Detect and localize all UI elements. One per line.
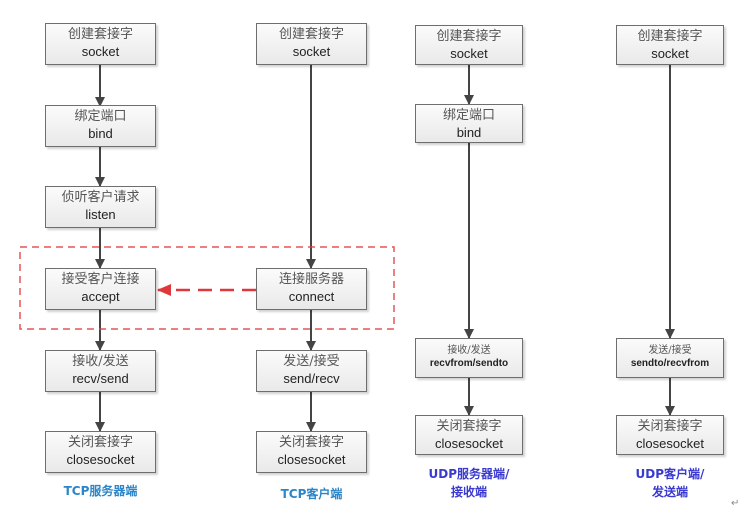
tcp-server-socket-box: 创建套接字 socket [45, 23, 156, 65]
udp-server-caption-line2: 接收端 [450, 485, 487, 499]
tcp-server-recv-box: 接收/发送 recv/send [45, 350, 156, 392]
tcp-server-caption: TCP服务器端 [63, 484, 138, 498]
paragraph-mark-icon: ↵ [731, 498, 740, 509]
udp-client-close-box: 关闭套接字 closesocket [616, 415, 724, 455]
step-label-en: socket [450, 46, 488, 61]
udp-client-caption: UDP客户端/ 发送端 [611, 465, 729, 501]
step-label-en: send/recv [283, 371, 340, 386]
udp-server-close-box: 关闭套接字 closesocket [415, 415, 523, 455]
tcp-client-connect-box: 连接服务器 connect [256, 268, 367, 310]
step-label-cn: 关闭套接字 [67, 435, 133, 450]
step-label-cn: 接收/发送 [447, 345, 491, 356]
step-label-en: accept [81, 289, 120, 304]
udp-client-sendto-box: 发送/接受 sendto/recvfrom [616, 338, 724, 378]
step-label-cn: 创建套接字 [67, 27, 133, 42]
tcp-server-listen-box: 侦听客户请求 listen [45, 186, 156, 228]
step-label-en: closesocket [435, 436, 503, 451]
step-label-en: bind [456, 125, 482, 140]
udp-server-bind-box: 绑定端口 bind [415, 104, 523, 143]
step-label-cn: 侦听客户请求 [61, 190, 140, 205]
udp-server-socket-box: 创建套接字 socket [415, 25, 523, 65]
step-label-en: socket [81, 44, 120, 59]
step-label-cn: 创建套接字 [637, 29, 703, 44]
step-label-en: connect [288, 289, 335, 304]
tcp-client-send-box: 发送/接受 send/recv [256, 350, 367, 392]
step-label-cn: 绑定端口 [442, 108, 495, 123]
tcp-client-close-box: 关闭套接字 closesocket [256, 431, 367, 473]
step-label-en: recvfrom/sendto [429, 358, 509, 369]
step-label-en: bind [88, 126, 113, 141]
udp-client-caption-line2: 发送端 [651, 485, 688, 499]
step-label-cn: 发送/接受 [283, 354, 340, 369]
udp-client-socket-box: 创建套接字 socket [616, 25, 724, 65]
tcp-client-socket-box: 创建套接字 socket [256, 23, 367, 65]
step-label-cn: 关闭套接字 [637, 419, 703, 434]
step-label-en: closesocket [277, 452, 346, 467]
step-label-en: closesocket [636, 436, 704, 451]
tcp-server-accept-box: 接受客户连接 accept [45, 268, 156, 310]
step-label-en: recv/send [72, 371, 129, 386]
step-label-cn: 关闭套接字 [278, 435, 344, 450]
udp-server-recvfrom-box: 接收/发送 recvfrom/sendto [415, 338, 523, 378]
step-label-en: sendto/recvfrom [630, 358, 710, 369]
step-label-cn: 接收/发送 [72, 354, 129, 369]
tcp-server-close-box: 关闭套接字 closesocket [45, 431, 156, 473]
step-label-en: socket [651, 46, 689, 61]
udp-client-caption-line1: UDP客户端/ [635, 467, 705, 481]
udp-server-caption-line1: UDP服务器端/ [428, 467, 510, 481]
step-label-cn: 连接服务器 [278, 272, 344, 287]
step-label-en: closesocket [66, 452, 135, 467]
tcp-client-caption: TCP客户端 [280, 487, 343, 501]
step-label-en: socket [292, 44, 331, 59]
handshake-region [19, 246, 395, 330]
step-label-cn: 接受客户连接 [61, 272, 140, 287]
step-label-cn: 创建套接字 [278, 27, 344, 42]
step-label-cn: 创建套接字 [436, 29, 502, 44]
step-label-cn: 绑定端口 [74, 109, 127, 124]
step-label-en: listen [85, 207, 116, 222]
udp-server-caption: UDP服务器端/ 接收端 [410, 465, 528, 501]
step-label-cn: 发送/接受 [648, 345, 692, 356]
tcp-server-bind-box: 绑定端口 bind [45, 105, 156, 147]
step-label-cn: 关闭套接字 [436, 419, 502, 434]
